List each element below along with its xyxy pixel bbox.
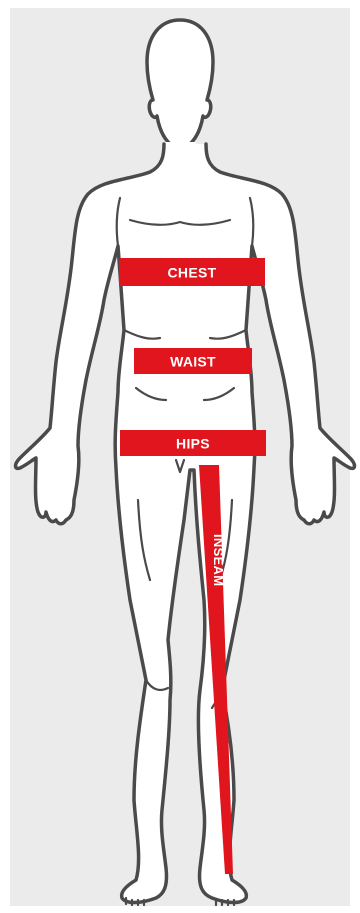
hips-band: HIPS [120, 430, 266, 456]
waist-band: WAIST [134, 348, 252, 374]
body-outline [16, 144, 355, 903]
inseam-label: INSEAM [211, 534, 226, 586]
waist-label: WAIST [170, 354, 216, 370]
hips-label: HIPS [176, 436, 210, 452]
chest-label: CHEST [168, 265, 217, 281]
chest-band: CHEST [119, 258, 265, 286]
head [147, 20, 213, 150]
human-figure [16, 20, 355, 905]
